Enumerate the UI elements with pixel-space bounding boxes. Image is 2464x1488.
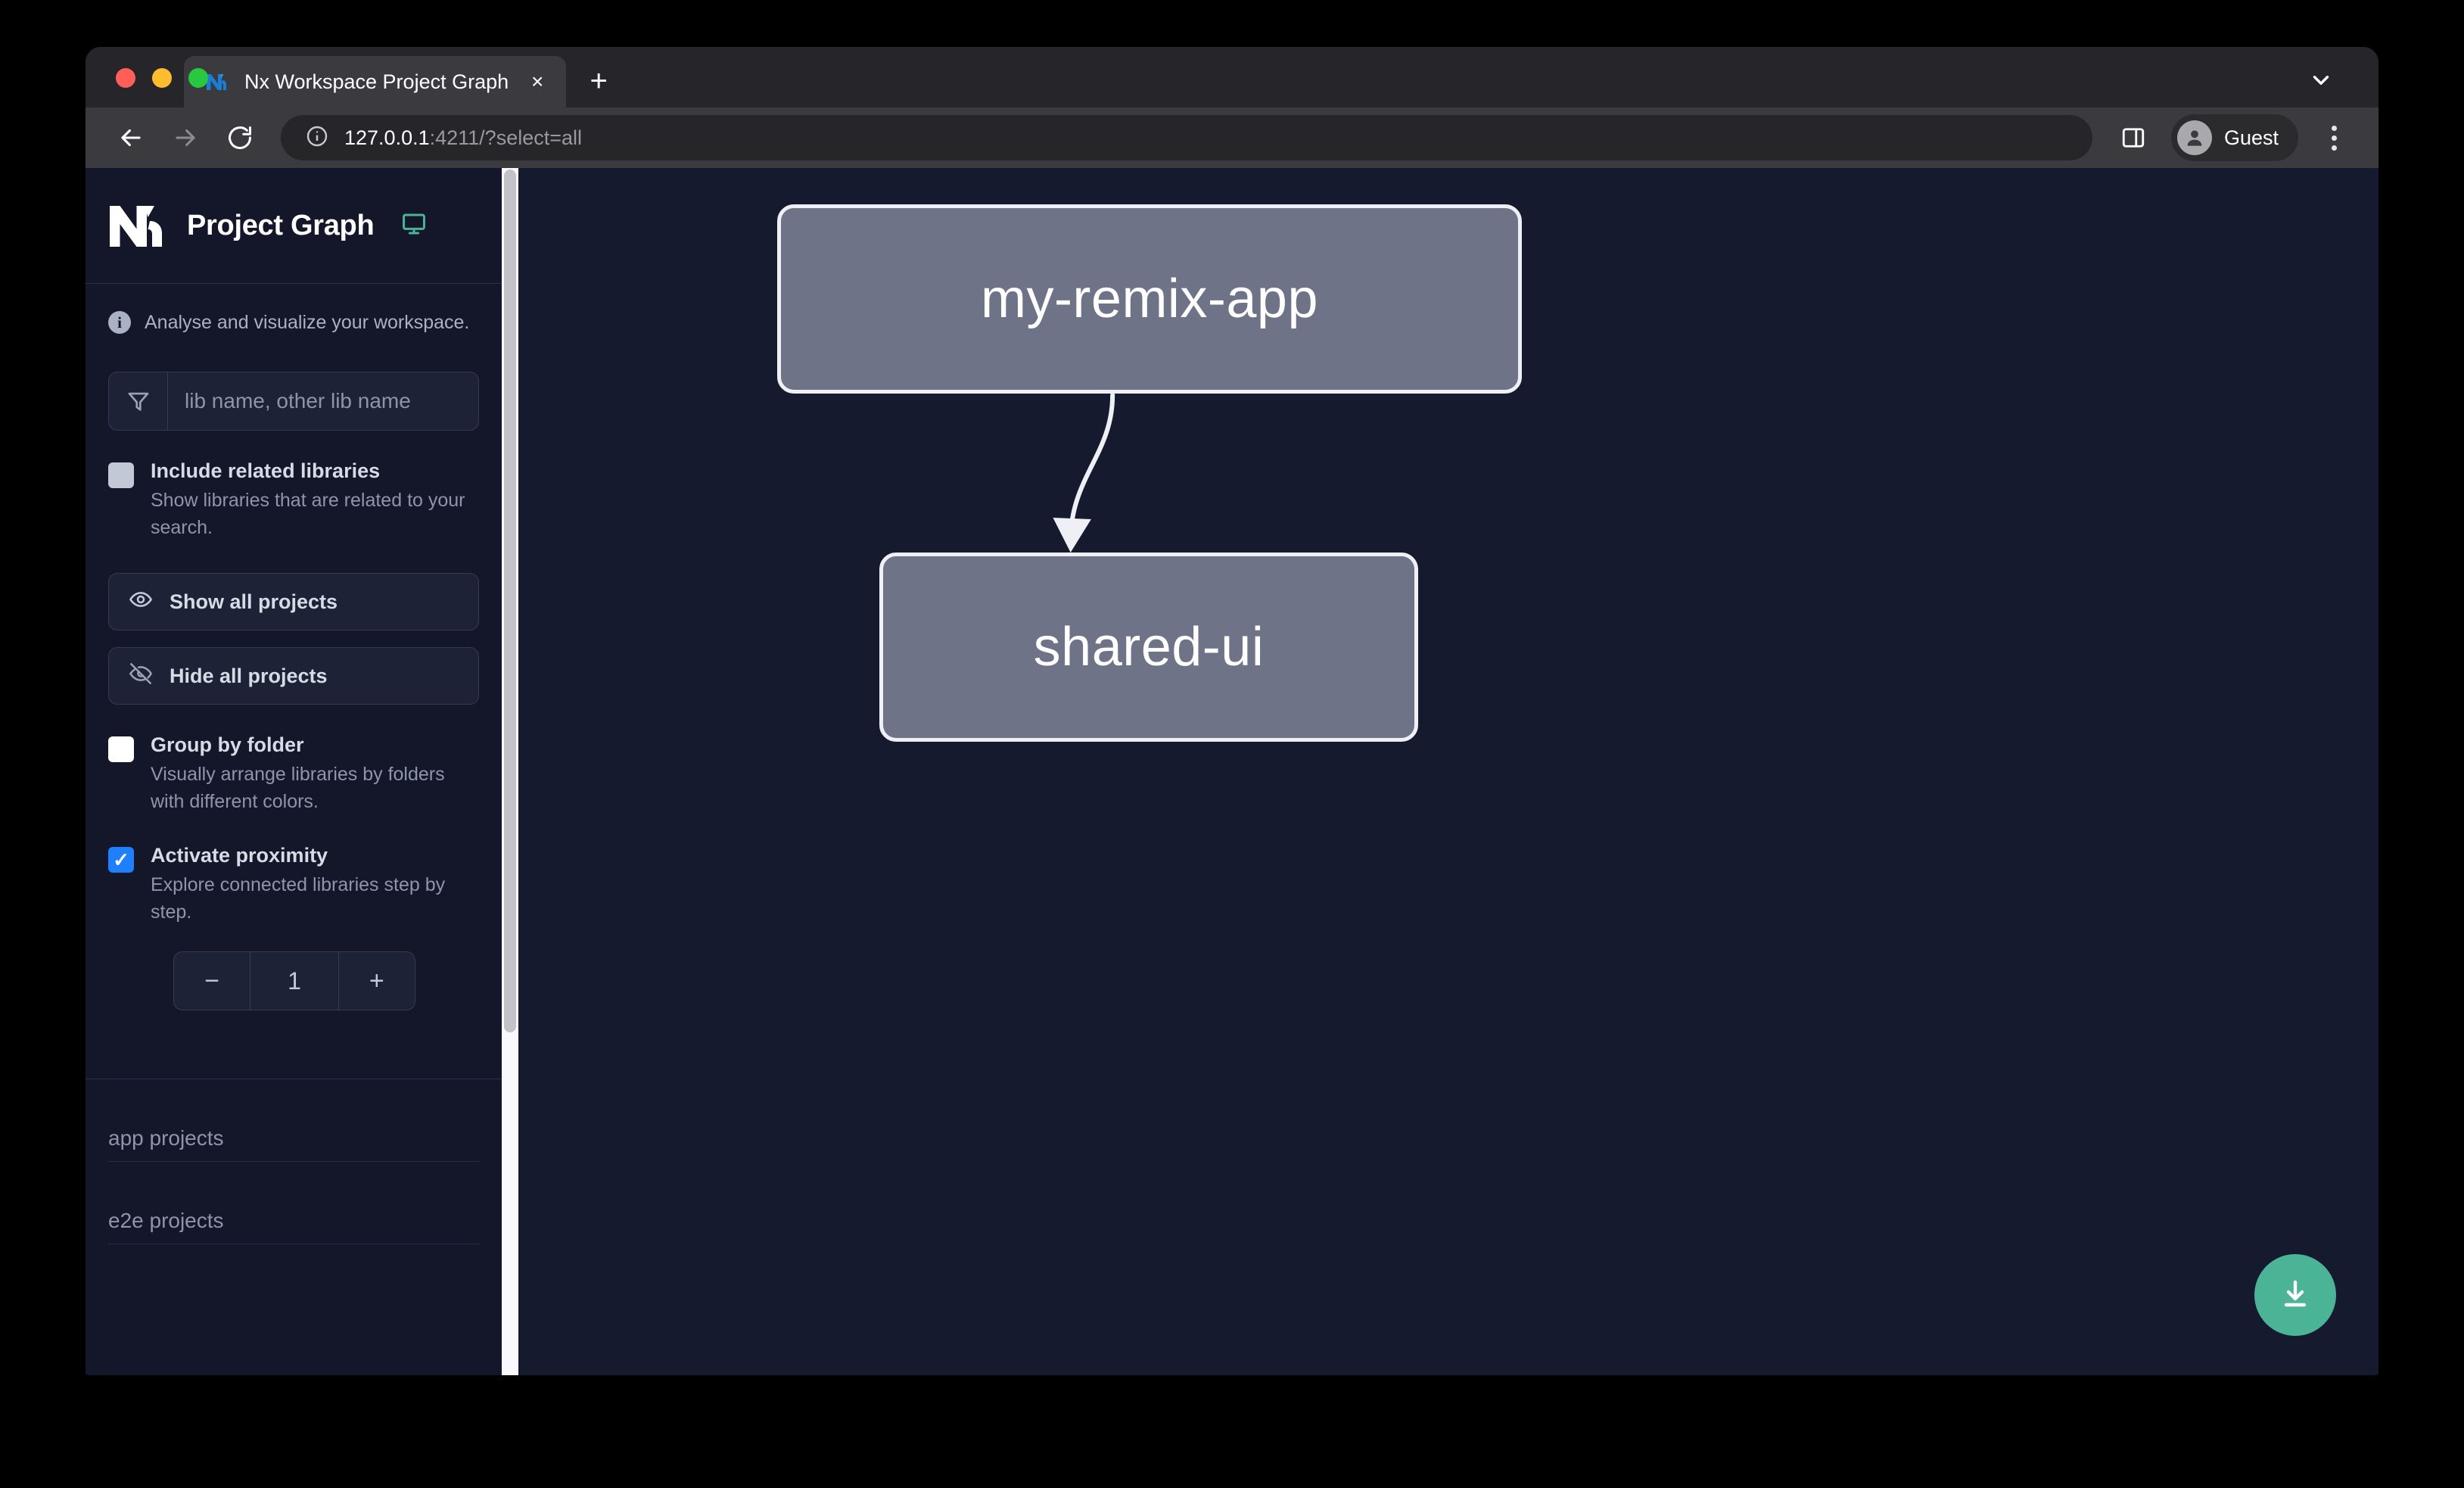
option-description: Explore connected libraries step by step… [151, 874, 446, 923]
filter-funnel-icon [109, 372, 168, 430]
info-icon: i [108, 311, 131, 334]
nx-logo-favicon-icon [204, 69, 229, 95]
tab-title: Nx Workspace Project Graph [244, 70, 509, 93]
check-icon: ✓ [113, 848, 129, 872]
option-group-by-folder[interactable]: Group by folder Visually arrange librari… [108, 733, 479, 815]
nx-logo-icon [108, 203, 166, 248]
graph-edge-arrowhead [1053, 518, 1091, 553]
action-buttons: Show all projects Hide all projects [108, 573, 479, 705]
profile-chip[interactable]: Guest [2170, 114, 2298, 161]
option-description: Show libraries that are related to your … [151, 490, 465, 538]
graph-node-my-remix-app[interactable]: my-remix-app [777, 204, 1522, 394]
sidebar: Project Graph i Analyse and visualize yo… [86, 168, 502, 1375]
show-all-projects-label: Show all projects [170, 590, 338, 613]
section-app-projects-label: app projects [108, 1126, 479, 1163]
maximize-window-button[interactable] [188, 68, 208, 88]
hide-all-projects-label: Hide all projects [170, 664, 328, 687]
chevron-down-icon[interactable] [2306, 65, 2336, 95]
sidebar-scrollbar[interactable] [502, 168, 518, 1375]
section-e2e-projects[interactable]: e2e projects [108, 1162, 479, 1245]
search-box[interactable] [108, 372, 479, 431]
proximity-increment-button[interactable]: + [338, 952, 415, 1010]
back-arrow-icon[interactable] [107, 114, 155, 162]
graph-node-shared-ui[interactable]: shared-ui [879, 553, 1418, 742]
close-window-button[interactable] [116, 68, 135, 88]
graph-edges [1053, 393, 1115, 553]
three-dot-menu-icon[interactable] [2315, 115, 2353, 160]
sidebar-scroll-area: Include related libraries Show libraries… [86, 356, 502, 1375]
url-host: 127.0.0.1 [344, 126, 430, 149]
proximity-value: 1 [288, 967, 301, 995]
tagline-text: Analyse and visualize your workspace. [145, 311, 470, 333]
menu-dot [2331, 135, 2337, 141]
url-path: :4211/?select=all [429, 126, 583, 149]
option-description: Visually arrange libraries by folders wi… [151, 764, 445, 812]
profile-name: Guest [2223, 126, 2279, 149]
section-e2e-projects-label: e2e projects [108, 1209, 479, 1245]
section-app-projects[interactable]: app projects [108, 1079, 479, 1163]
option-label: Group by folder [151, 733, 304, 757]
address-bar[interactable]: 127.0.0.1:4211/?select=all [281, 115, 2092, 160]
forward-arrow-icon[interactable] [161, 114, 210, 162]
window-traffic-lights [116, 68, 208, 88]
proximity-decrement-button[interactable]: − [174, 952, 251, 1010]
eye-icon [129, 587, 153, 617]
download-icon [2277, 1276, 2313, 1315]
page-title: Project Graph [187, 209, 375, 241]
minimize-window-button[interactable] [152, 68, 172, 88]
sidebar-tagline: i Analyse and visualize your workspace. [86, 284, 502, 356]
menu-dot [2331, 125, 2337, 131]
option-body: Include related libraries Show libraries… [151, 459, 479, 541]
address-bar-url: 127.0.0.1:4211/?select=all [344, 126, 582, 150]
browser-toolbar: 127.0.0.1:4211/?select=all Guest [86, 107, 2378, 168]
checkbox-group-by-folder[interactable] [108, 736, 134, 763]
sidebar-scrollbar-thumb[interactable] [504, 170, 516, 1032]
browser-window: Nx Workspace Project Graph × + [86, 47, 2378, 1375]
info-circle-icon[interactable] [305, 124, 329, 152]
avatar [2176, 120, 2212, 155]
search-input[interactable] [168, 389, 478, 413]
new-tab-button[interactable]: + [590, 64, 608, 98]
monitor-icon[interactable] [401, 211, 427, 241]
checkbox-include-related-libraries[interactable] [108, 462, 134, 488]
proximity-stepper[interactable]: − 1 + [173, 951, 415, 1011]
download-graph-button[interactable] [2254, 1254, 2336, 1336]
close-tab-button[interactable]: × [530, 70, 544, 93]
project-graph-canvas[interactable]: my-remix-app shared-ui [502, 168, 2378, 1375]
option-body: Group by folder Visually arrange librari… [151, 733, 479, 815]
reload-icon[interactable] [216, 114, 264, 162]
page-viewport: Project Graph i Analyse and visualize yo… [86, 168, 2378, 1375]
tab-strip: Nx Workspace Project Graph × + [86, 47, 2378, 107]
show-all-projects-button[interactable]: Show all projects [108, 573, 479, 631]
side-panel-icon[interactable] [2112, 117, 2154, 159]
option-label: Activate proximity [151, 844, 328, 867]
option-include-related-libraries[interactable]: Include related libraries Show libraries… [108, 459, 479, 541]
option-body: Activate proximity Explore connected lib… [151, 844, 479, 926]
option-label: Include related libraries [151, 459, 381, 482]
checkbox-activate-proximity[interactable]: ✓ [108, 847, 134, 873]
sidebar-header: Project Graph [86, 168, 502, 284]
option-activate-proximity[interactable]: ✓ Activate proximity Explore connected l… [108, 844, 479, 926]
hide-all-projects-button[interactable]: Hide all projects [108, 647, 479, 705]
browser-tab[interactable]: Nx Workspace Project Graph × [184, 56, 567, 107]
graph-node-label: shared-ui [1033, 617, 1265, 677]
eye-off-icon [129, 662, 153, 691]
menu-dot [2331, 145, 2337, 151]
graph-node-label: my-remix-app [980, 269, 1319, 329]
